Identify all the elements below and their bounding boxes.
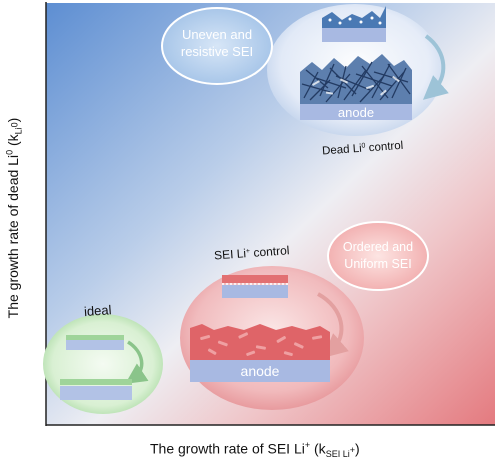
uneven-sei-bubble xyxy=(161,7,273,85)
uneven-sei-line2: resistive SEI xyxy=(181,44,253,59)
bottom-small-cell xyxy=(222,275,288,298)
ordered-sei-line2: Uniform SEI xyxy=(344,257,411,271)
x-axis-title: The growth rate of SEI Li+ (kSEI Li+) xyxy=(150,440,360,460)
ideal-top-anode xyxy=(66,340,124,350)
top-arrow-icon xyxy=(422,34,449,100)
uniform-sei-pile xyxy=(190,324,330,360)
bottom-anode xyxy=(190,360,330,382)
y-axis-title-wrap: The growth rate of dead Li0 (kLi0) xyxy=(3,20,25,415)
ideal-bottom-anode xyxy=(60,386,132,400)
top-small-cell xyxy=(322,6,386,42)
bottom-arrow-icon xyxy=(316,292,349,358)
ideal-bottom-sei xyxy=(60,379,132,385)
sei-li-control-caption: SEI Li+ control xyxy=(214,243,290,262)
y-axis-title: The growth rate of dead Li0 (kLi0) xyxy=(4,117,24,318)
top-small-sei xyxy=(322,6,386,28)
top-region: anode Dead Li0 control Uneven and resist… xyxy=(161,4,449,158)
bottom-small-anode xyxy=(222,285,288,298)
ordered-sei-bubble xyxy=(327,221,429,291)
uneven-sei-line1: Uneven and xyxy=(182,27,252,42)
bottom-small-sei xyxy=(222,275,288,283)
ordered-sei-line1: Ordered and xyxy=(343,240,413,254)
dead-li-control-caption: Dead Li0 control xyxy=(322,140,404,158)
top-anode-label: anode xyxy=(338,105,374,120)
ideal-label: ideal xyxy=(83,302,112,319)
top-anode xyxy=(300,104,412,120)
bottom-anode-label: anode xyxy=(241,363,280,379)
top-small-anode xyxy=(322,28,386,42)
dead-li-pile xyxy=(300,54,412,104)
ideal-arrow-icon xyxy=(125,340,149,384)
bottom-region: anode SEI Li+ control Ordered and Unifor… xyxy=(180,221,429,410)
ideal-region: ideal xyxy=(43,302,163,414)
ideal-top-sei xyxy=(66,335,124,340)
